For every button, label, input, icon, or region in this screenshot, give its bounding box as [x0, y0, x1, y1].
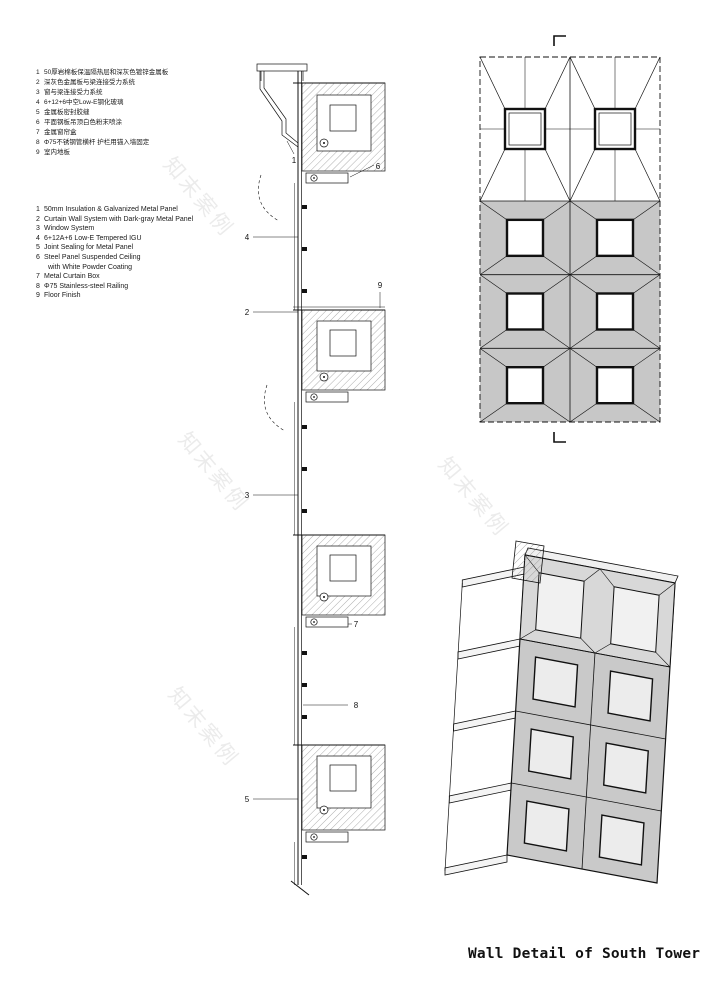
wall-axonometric-view	[430, 485, 700, 905]
callout-8: 8	[354, 701, 359, 710]
legend-item-text: Φ75不锈钢管横杆 护栏用锚入墙固定	[44, 139, 150, 146]
legend-item-number: 3	[36, 225, 40, 233]
legend-row: 2 深灰色金属板与梁连接受力系统	[36, 78, 168, 88]
legend-item-number: 9	[36, 292, 40, 300]
callout-5: 5	[245, 795, 250, 804]
legend-item-number: 6	[36, 119, 40, 126]
legend-item-text: 50厚岩棉板保温隔热层和深灰色镀锌金属板	[44, 69, 169, 76]
legend-row: 4 6+12A+6 Low-E Tempered IGU	[36, 234, 193, 244]
folded-panel	[478, 55, 572, 203]
legend-row: 2 Curtain Wall System with Dark-gray Meta…	[36, 215, 193, 225]
watermark: 知末案例	[163, 683, 243, 772]
legend-item-text: Curtain Wall System with Dark-gray Metal…	[44, 215, 194, 223]
wall-section-drawing: 1 6 4 9 2 3 7 8 5	[245, 63, 386, 896]
legend-row: 9 Floor Finish	[36, 291, 193, 301]
legend-item-number: 7	[36, 273, 40, 281]
legend-item-number: 3	[36, 89, 40, 96]
legend-item-text: 金属板密封胶缝	[44, 109, 90, 116]
legend-item-number: 6	[36, 253, 40, 261]
legend-item-number: 5	[36, 109, 40, 116]
legend-row: 5 Joint Sealing for Metal Panel	[36, 243, 193, 253]
legend-row: 3 Window System	[36, 224, 193, 234]
legend-item-number: 8	[36, 139, 40, 146]
section-cut-marks	[553, 35, 566, 443]
window-fittings	[302, 205, 307, 859]
legend-row: 5 金属板密封胶缝	[36, 108, 168, 118]
legend-row: 7 Metal Curtain Box	[36, 272, 193, 282]
legend-row: 7 金属窗帘盒	[36, 128, 168, 138]
legend-row: 9 室内地板	[36, 148, 168, 158]
callout-2: 2	[245, 308, 250, 317]
legend-item-number: 2	[36, 79, 40, 86]
facade-plane	[507, 555, 675, 883]
legend-item-text: Metal Curtain Box	[44, 273, 100, 281]
detail-extent-boundary	[479, 56, 661, 423]
callout-3: 3	[245, 491, 250, 500]
legend-item-text: 深灰色金属板与梁连接受力系统	[44, 79, 135, 86]
legend-row-continuation: with White Powder Coating	[36, 263, 193, 273]
legend-item-number: 1	[36, 69, 40, 76]
legend-row: 1 50厚岩棉板保温隔热层和深灰色镀锌金属板	[36, 68, 168, 78]
legend-item-text: Joint Sealing for Metal Panel	[44, 244, 134, 252]
legend-item-number: 8	[36, 282, 40, 290]
cut-mullion-hatch	[511, 540, 545, 584]
legend-item-number: 4	[36, 234, 40, 242]
legend-item-text: 6+12+6中空Low-E钢化玻璃	[44, 99, 124, 106]
legend-item-text: 金属窗帘盒	[44, 129, 77, 136]
legend-row: 3 窗与梁连接受力系统	[36, 88, 168, 98]
legend-english: 1 50mm Insulation & Galvanized Metal Pane…	[36, 205, 193, 301]
callout-numbers: 1 6 4 9 2 3 7 8 5	[245, 156, 383, 804]
legend-item-text: 平面钢板吊顶白色粉末喷涂	[44, 119, 122, 126]
legend-item-text: Window System	[44, 225, 95, 233]
legend-row: 4 6+12+6中空Low-E钢化玻璃	[36, 98, 168, 108]
legend-item-text: 6+12A+6 Low-E Tempered IGU	[44, 234, 142, 242]
folded-panel	[568, 55, 662, 203]
legend-item-number: 1	[36, 206, 40, 213]
callout-9: 9	[378, 281, 383, 290]
legend-item-number: 5	[36, 244, 40, 252]
legend-row: 1 50mm Insulation & Galvanized Metal Pane…	[36, 205, 193, 215]
legend-row: 8 Φ75不锈钢管横杆 护栏用锚入墙固定	[36, 138, 168, 148]
legend-item-number	[36, 263, 44, 273]
legend-row: 8 Φ75 Stainless-steel Railing	[36, 282, 193, 292]
legend-row: 6 Steel Panel Suspended Ceiling	[36, 253, 193, 263]
legend-item-text: 50mm Insulation & Galvanized Metal Panel	[44, 206, 178, 213]
callout-1: 1	[292, 156, 297, 165]
callout-7: 7	[354, 620, 359, 629]
legend-row: 6 平面钢板吊顶白色粉末喷涂	[36, 118, 168, 128]
drawing-title: Wall Detail of South Tower	[468, 946, 701, 962]
legend-item-number: 9	[36, 149, 40, 156]
slab-edge-line	[444, 582, 463, 872]
callout-6: 6	[376, 162, 381, 171]
legend-item-number: 4	[36, 99, 40, 106]
callout-leaders	[253, 140, 381, 800]
legend-item-text: 窗与梁连接受力系统	[44, 89, 103, 96]
facade-panel-elevation	[478, 35, 662, 443]
legend-item-text: Floor Finish	[44, 292, 81, 300]
callout-4: 4	[245, 233, 250, 242]
legend-item-text: 室内地板	[44, 149, 70, 156]
legend-item-number: 7	[36, 129, 40, 136]
legend-item-text: Φ75 Stainless-steel Railing	[44, 282, 129, 290]
legend-item-number: 2	[36, 215, 40, 223]
legend-item-text: with White Powder Coating	[48, 263, 133, 271]
section-linework	[253, 63, 386, 896]
legend-item-text: Steel Panel Suspended Ceiling	[44, 253, 141, 261]
